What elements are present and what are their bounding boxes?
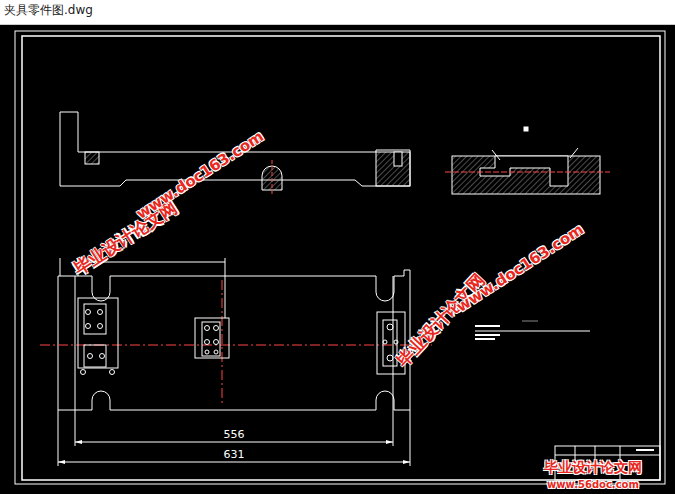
watermark-url: www.doc163.com (132, 127, 269, 224)
dimension-text: 631 (222, 449, 247, 461)
window-title: 夹具零件图.dwg (4, 4, 93, 17)
outer-border (15, 31, 665, 484)
dimension-text: 556 (222, 429, 247, 441)
arrowheads (58, 440, 410, 464)
watermark-text: 毕业设计论文网 (391, 269, 489, 372)
plan-view (40, 258, 432, 466)
watermark-text: 毕业设计论文网 (68, 197, 181, 280)
section-view (445, 148, 610, 194)
logo-url: www.56doc.com (545, 479, 641, 490)
watermark-url: www.doc163.com (452, 220, 589, 317)
window-title-bar (0, 0, 675, 25)
inner-border (22, 36, 660, 480)
logo-text: 毕业设计论文网 (542, 460, 644, 475)
